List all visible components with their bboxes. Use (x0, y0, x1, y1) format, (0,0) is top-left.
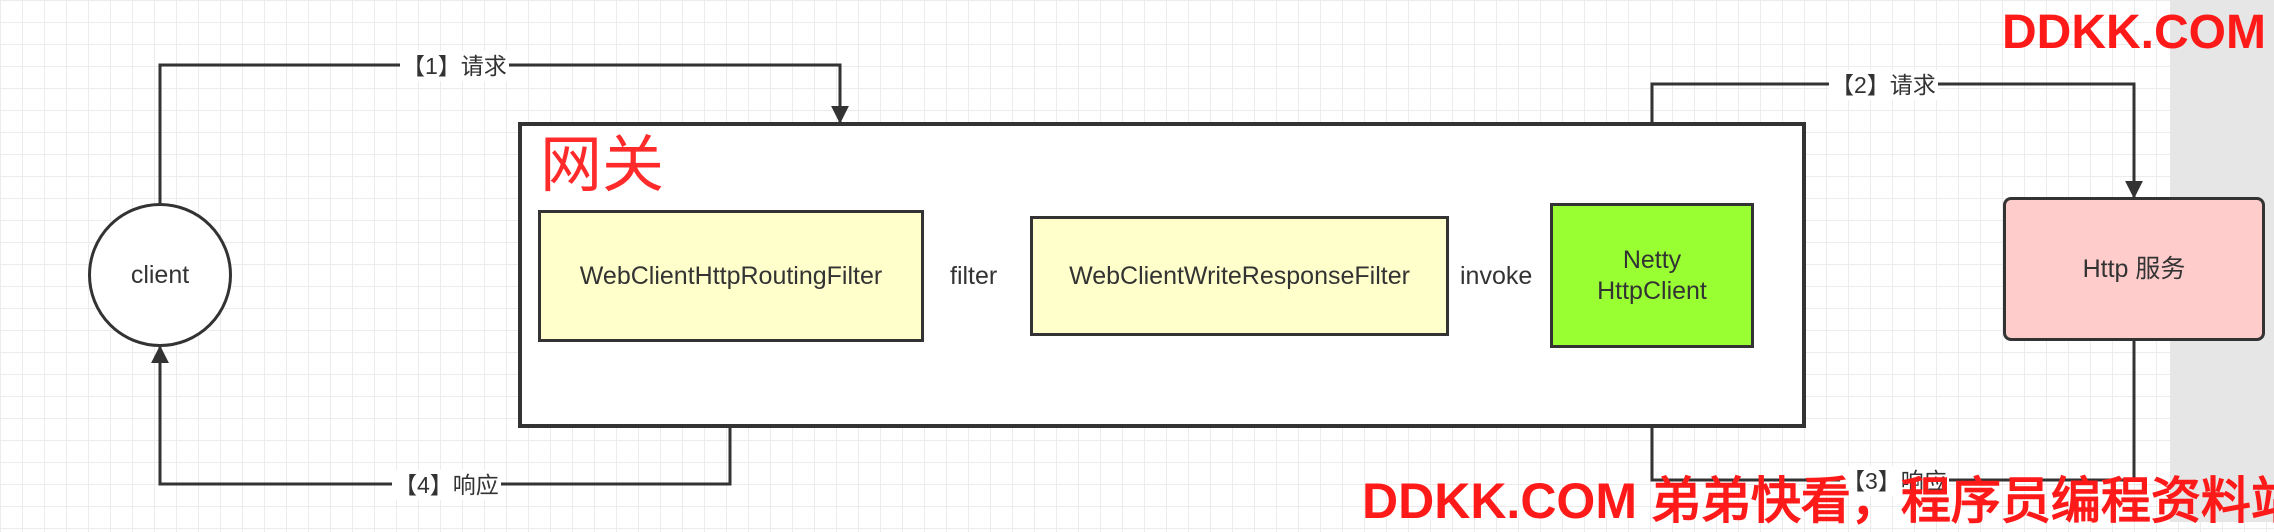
gateway-title: 网关 (540, 131, 665, 200)
routing-filter-label: WebClientHttpRoutingFilter (579, 261, 883, 290)
netty-label-line2: HttpClient (1597, 276, 1707, 305)
edge-label-response-3: 【3】响应 (1840, 466, 1949, 496)
routing-filter-node: WebClientHttpRoutingFilter (538, 210, 924, 342)
netty-httpclient-node: Netty HttpClient (1550, 203, 1754, 348)
edge-label-invoke: invoke (1459, 261, 1534, 291)
netty-label-line1: Netty (1622, 245, 1682, 274)
watermark-top: DDKK.COM (2002, 6, 2266, 59)
client-node: client (88, 203, 232, 347)
edge-label-response-4: 【4】响应 (392, 470, 501, 500)
write-response-filter-label: WebClientWriteResponseFilter (1069, 261, 1410, 290)
edge-label-filter: filter (949, 261, 999, 291)
write-response-filter-node: WebClientWriteResponseFilter (1030, 216, 1449, 336)
edge-label-request-1: 【1】请求 (400, 51, 509, 81)
client-label: client (130, 260, 190, 289)
http-service-label: Http 服务 (2082, 254, 2186, 283)
edge-label-request-2: 【2】请求 (1829, 70, 1938, 100)
http-service-node: Http 服务 (2003, 197, 2265, 341)
watermark-bottom: DDKK.COM 弟弟快看，程序员编程资料站 (1362, 473, 2274, 529)
